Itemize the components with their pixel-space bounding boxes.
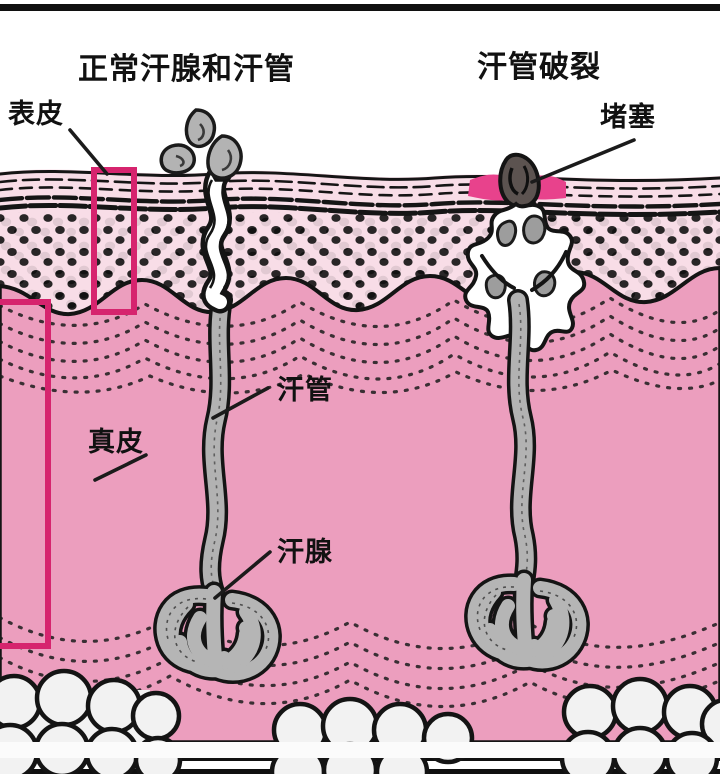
leader-duct — [211, 386, 270, 420]
stratum-corneum — [0, 169, 720, 218]
sweat-droplets — [159, 108, 243, 180]
leader-gland — [213, 550, 272, 600]
ruptured-sweat-duct — [463, 152, 587, 593]
label-blockage: 堵塞 — [600, 102, 656, 132]
subcutaneous-fat — [0, 668, 720, 774]
normal-sweat-duct — [199, 164, 238, 603]
title-normal-gland-duct: 正常汗腺和汗管 — [78, 53, 295, 86]
leader-dermis — [93, 453, 148, 482]
leader-epidermis — [68, 128, 109, 176]
top-rule — [0, 4, 720, 11]
label-sweat-duct: 汗管 — [277, 375, 333, 405]
epidermis-bracket — [91, 167, 137, 315]
label-dermis: 真皮 — [88, 427, 144, 457]
sweat-gland-coil-left — [153, 581, 282, 684]
label-epidermis: 表皮 — [8, 99, 64, 129]
sweat-gland-coil-right — [464, 569, 590, 672]
label-sweat-gland: 汗腺 — [277, 537, 333, 567]
dermis-bracket — [0, 299, 51, 649]
leader-plug — [530, 138, 636, 184]
dermis-collagen-fibers — [0, 296, 720, 395]
title-duct-rupture: 汗管破裂 — [477, 51, 601, 84]
